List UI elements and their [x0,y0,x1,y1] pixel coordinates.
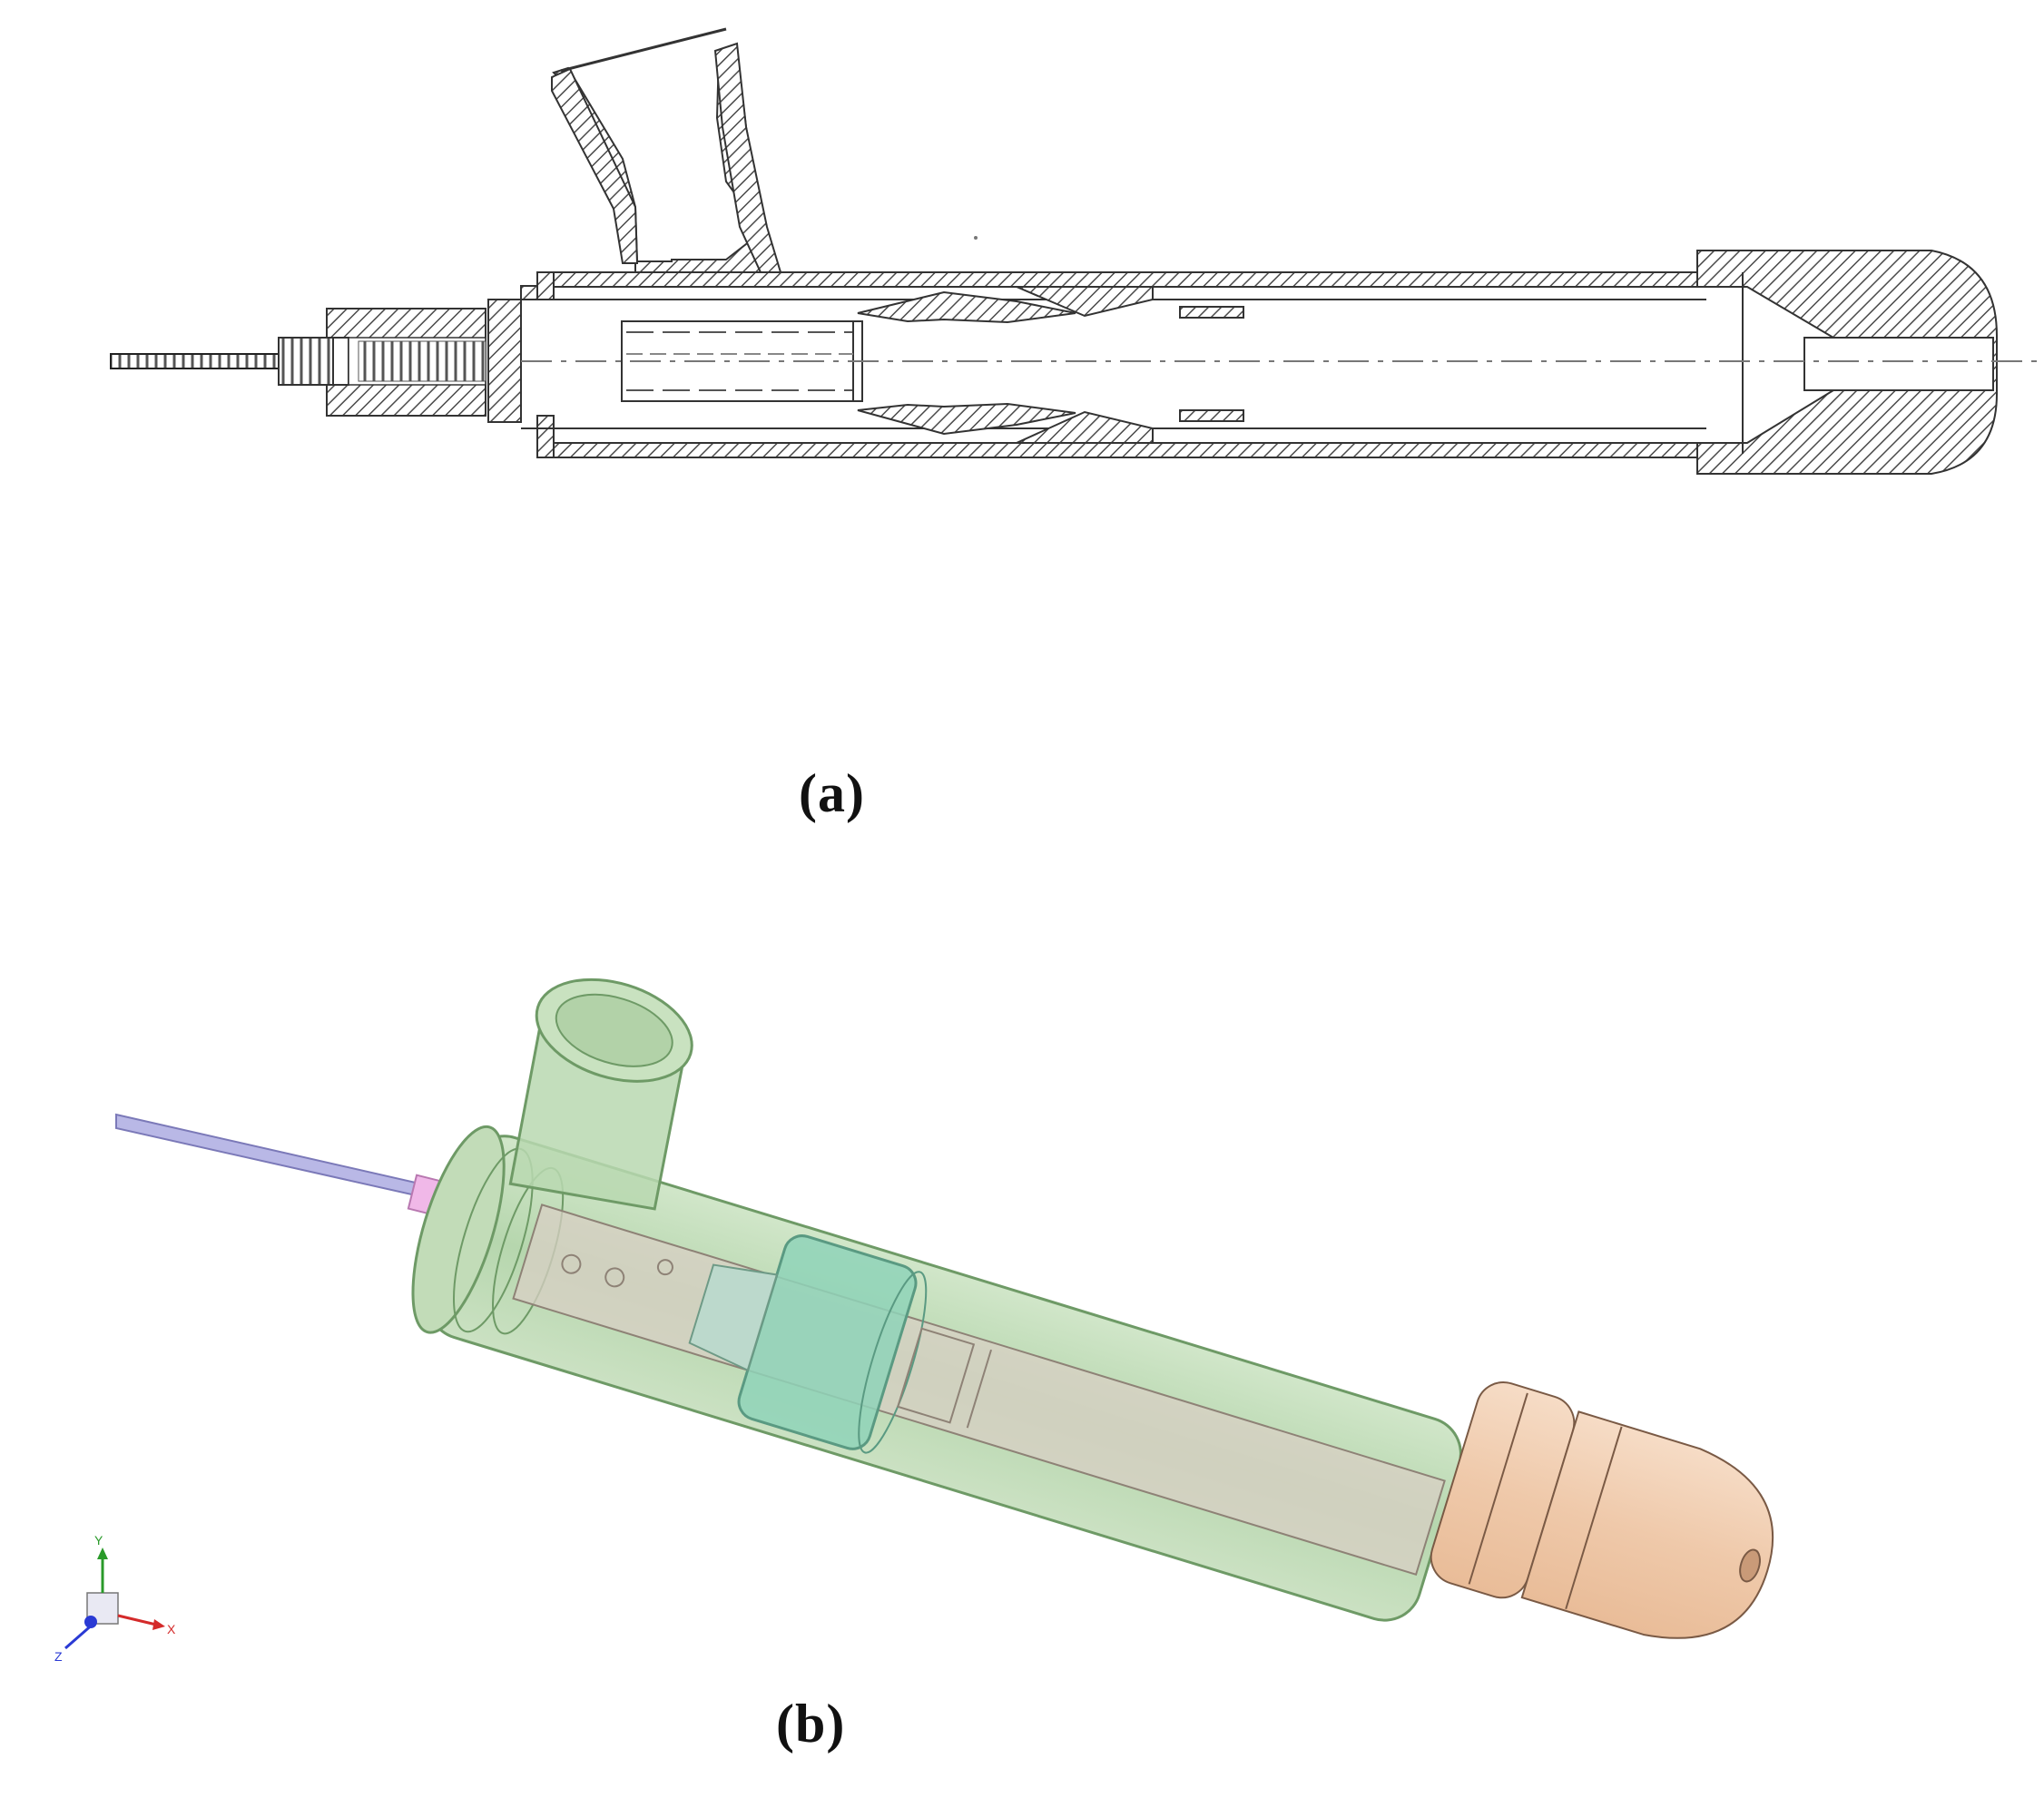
caption-a: (a) [799,763,865,823]
axis-label-y: Y [94,1533,103,1547]
electrode-wire [110,353,280,369]
inlet-pipe-3d [508,978,693,1211]
housing-bottom-wall [536,442,1698,458]
axis-triad: Y X Z [54,1533,176,1664]
rear-flange [487,299,522,423]
cross-section-drawing [110,27,2042,475]
ring-bottom [1179,409,1244,422]
housing-top-wall [520,48,1734,300]
swirler-bottom [857,402,1076,436]
electrode-wire-3d [115,1113,417,1197]
model-3d-render: Y X Z [54,978,1774,1664]
caption-b: (b) [776,1694,846,1754]
housing-3d [411,978,1462,1622]
axis-label-x: X [167,1622,176,1636]
ring-top [1179,306,1244,319]
swirler-top [857,290,1076,324]
constriction-bottom [1016,410,1154,444]
panel-a-cross-section [0,0,2044,726]
axis-label-z: Z [54,1649,63,1664]
constriction-top [1016,286,1154,318]
nozzle-tip-3d [1430,1381,1774,1639]
inlet-pipe-left-wall [551,67,639,264]
inlet-opening-line [560,27,727,73]
panel-b-3d-model: Y X Z [0,835,2044,1793]
threaded-connector [278,337,334,386]
